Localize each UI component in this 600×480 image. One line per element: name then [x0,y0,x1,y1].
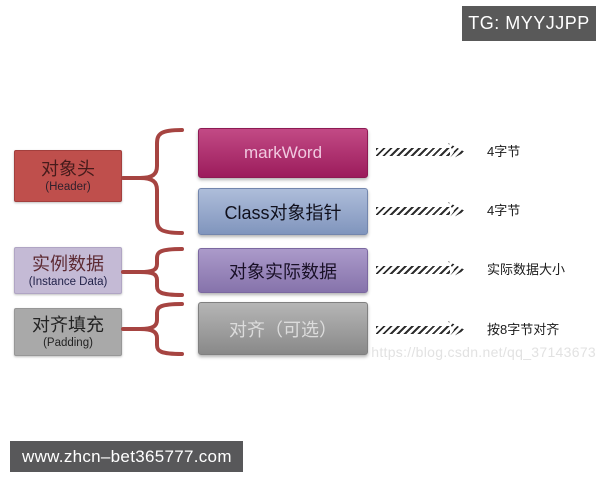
brace-padding [121,302,184,356]
group-label-padding-title: 对齐填充 [32,315,104,335]
block-class-pointer: Class对象指针 [198,188,368,235]
block-alignment: 对齐（可选） [198,302,368,355]
arrow-head-icon [448,202,465,220]
hatched-arrow-2 [376,202,465,220]
annotation-alignment-size: 按8字节对齐 [487,322,560,337]
annotation-markword-size: 4字节 [487,144,521,159]
arrow-shaft [376,266,450,274]
hatched-arrow-1 [376,143,465,161]
group-label-instance-data: 实例数据 (Instance Data) [14,247,122,294]
csdn-watermark: https://blog.csdn.net/qq_37143673 [371,344,596,360]
group-label-instance-title: 实例数据 [32,253,104,274]
hatched-arrow-3 [376,261,465,279]
group-label-header-subtitle: (Header) [45,181,91,193]
arrow-shaft [376,326,450,334]
group-label-header: 对象头 (Header) [14,150,122,202]
annotation-instance-size: 实际数据大小 [487,262,566,277]
brace-instance-data [121,247,184,297]
block-markword: markWord [198,128,368,178]
annotation-classptr-size: 4字节 [487,203,521,218]
block-instance-data: 对象实际数据 [198,248,368,293]
group-label-padding-subtitle: (Padding) [43,337,93,349]
arrow-shaft [376,148,450,156]
arrow-head-icon [448,143,465,161]
group-label-instance-subtitle: (Instance Data) [28,275,108,288]
group-label-padding: 对齐填充 (Padding) [14,308,122,356]
brace-header [121,128,184,235]
group-label-header-title: 对象头 [41,159,95,179]
arrow-head-icon [448,261,465,279]
arrow-shaft [376,207,450,215]
tg-watermark-badge: TG: MYYJJPP [462,6,596,41]
arrow-head-icon [448,321,465,339]
hatched-arrow-4 [376,321,465,339]
bottom-url-badge: www.zhcn–bet365777.com [10,441,243,472]
